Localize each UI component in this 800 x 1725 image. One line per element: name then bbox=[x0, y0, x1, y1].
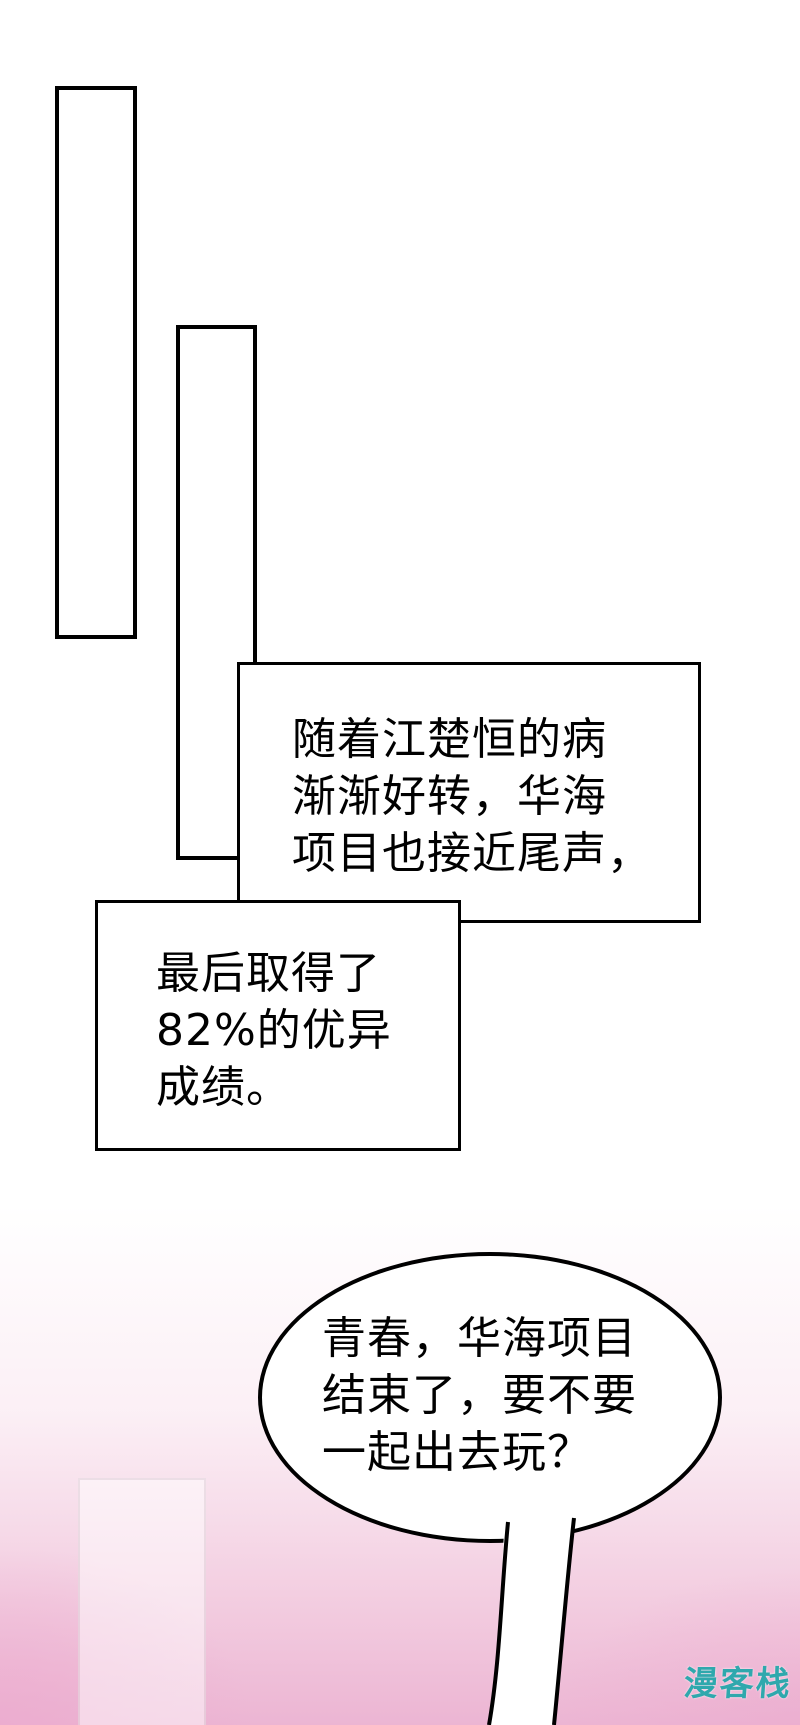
speech-text-line: 一起出去玩？ bbox=[322, 1427, 592, 1478]
narration-text-line: 随着江楚恒的病 bbox=[292, 714, 607, 765]
faint-panel-rect bbox=[78, 1478, 206, 1725]
narration-box-1: 随着江楚恒的病 渐渐好转，华海 项目也接近尾声， bbox=[237, 662, 701, 923]
speech-text-line: 青春，华海项目 bbox=[322, 1313, 637, 1364]
panel-rect-tall-left bbox=[55, 86, 137, 639]
narration-text-line: 82%的优异 bbox=[156, 1005, 392, 1056]
watermark-logo: 漫客栈 bbox=[682, 1664, 794, 1704]
speech-bubble: 青春，华海项目 结束了，要不要 一起出去玩？ bbox=[258, 1252, 722, 1543]
speech-text-line: 结束了，要不要 bbox=[322, 1370, 637, 1421]
narration-box-2: 最后取得了 82%的优异 成绩。 bbox=[95, 900, 461, 1151]
speech-text: 青春，华海项目 结束了，要不要 一起出去玩？ bbox=[322, 1310, 637, 1481]
narration-text-line: 最后取得了 bbox=[156, 948, 381, 999]
narration-text-line: 渐渐好转，华海 bbox=[292, 771, 607, 822]
narration-text-line: 项目也接近尾声， bbox=[292, 828, 652, 879]
narration-text-line: 成绩。 bbox=[156, 1062, 291, 1113]
